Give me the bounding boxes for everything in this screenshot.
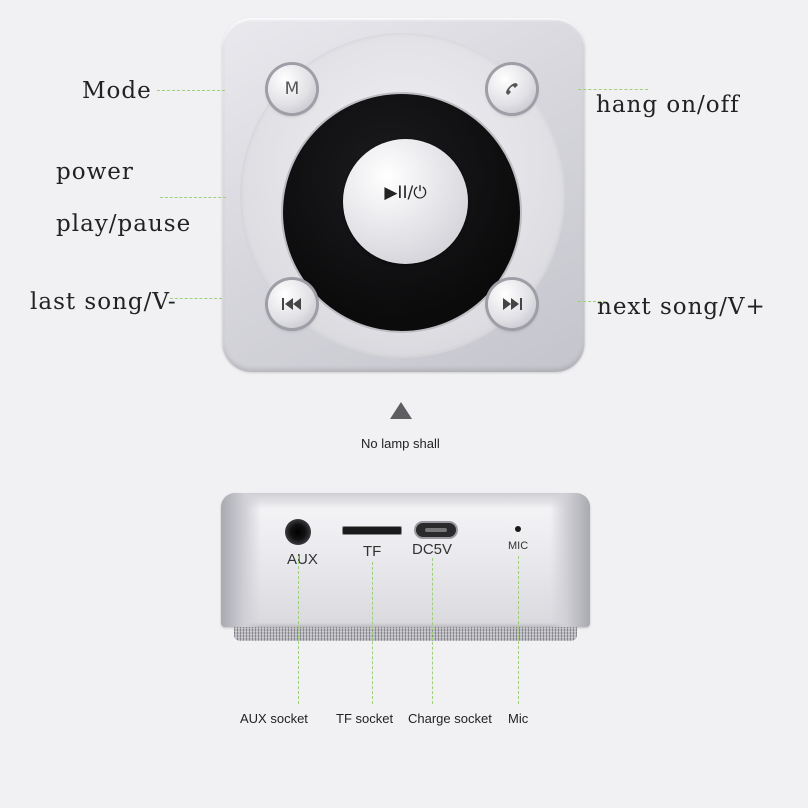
speaker-side-left xyxy=(221,493,261,627)
charge-socket-label: Charge socket xyxy=(408,711,492,726)
previous-track-button[interactable] xyxy=(268,280,316,328)
mic-guide-line xyxy=(518,556,519,704)
phone-icon xyxy=(506,83,518,95)
aux-jack xyxy=(285,519,311,545)
aux-socket-label: AUX socket xyxy=(240,711,308,726)
mode-label: Mode xyxy=(82,78,152,104)
up-triangle-icon xyxy=(390,402,412,419)
play-pause-power-icon: ▶II/⏻ xyxy=(384,183,427,203)
mic-hole xyxy=(515,526,521,532)
next-song-guide-line xyxy=(578,301,606,302)
power-label: power xyxy=(56,159,134,185)
tf-socket-label: TF socket xyxy=(336,711,394,726)
dc-port-label: DC5V xyxy=(412,541,453,558)
power-guide-line xyxy=(160,197,226,198)
last-song-guide-line xyxy=(170,298,222,299)
play-pause-label: play/pause xyxy=(56,211,192,237)
speaker-grille xyxy=(234,627,577,641)
mode-guide-line xyxy=(157,90,225,91)
mic-label: Mic xyxy=(508,711,529,726)
play-pause-power-button[interactable] xyxy=(343,139,468,264)
hang-button[interactable] xyxy=(488,65,536,113)
hang-label: hang on/off xyxy=(596,92,740,118)
mic-port-label: MIC xyxy=(508,540,529,552)
micro-usb-port xyxy=(416,523,456,537)
hang-guide-line xyxy=(578,89,648,90)
charge-guide-line xyxy=(432,558,433,704)
tf-card-slot xyxy=(343,527,401,534)
tf-guide-line xyxy=(372,562,373,704)
tf-port-label: TF xyxy=(363,543,382,560)
next-track-icon xyxy=(503,298,522,310)
aux-port-label: AUX xyxy=(287,551,318,568)
mode-button-label: M xyxy=(284,79,300,99)
speaker-back-panel xyxy=(221,493,590,627)
next-song-label: next song/V+ xyxy=(597,294,766,320)
previous-track-icon xyxy=(282,298,301,310)
speaker-side-right xyxy=(550,493,590,627)
aux-guide-line xyxy=(298,556,299,704)
no-lamp-caption: No lamp shall xyxy=(361,436,440,451)
mode-button[interactable]: M xyxy=(268,65,316,113)
next-track-button[interactable] xyxy=(488,280,536,328)
last-song-label: last song/V- xyxy=(30,289,177,315)
